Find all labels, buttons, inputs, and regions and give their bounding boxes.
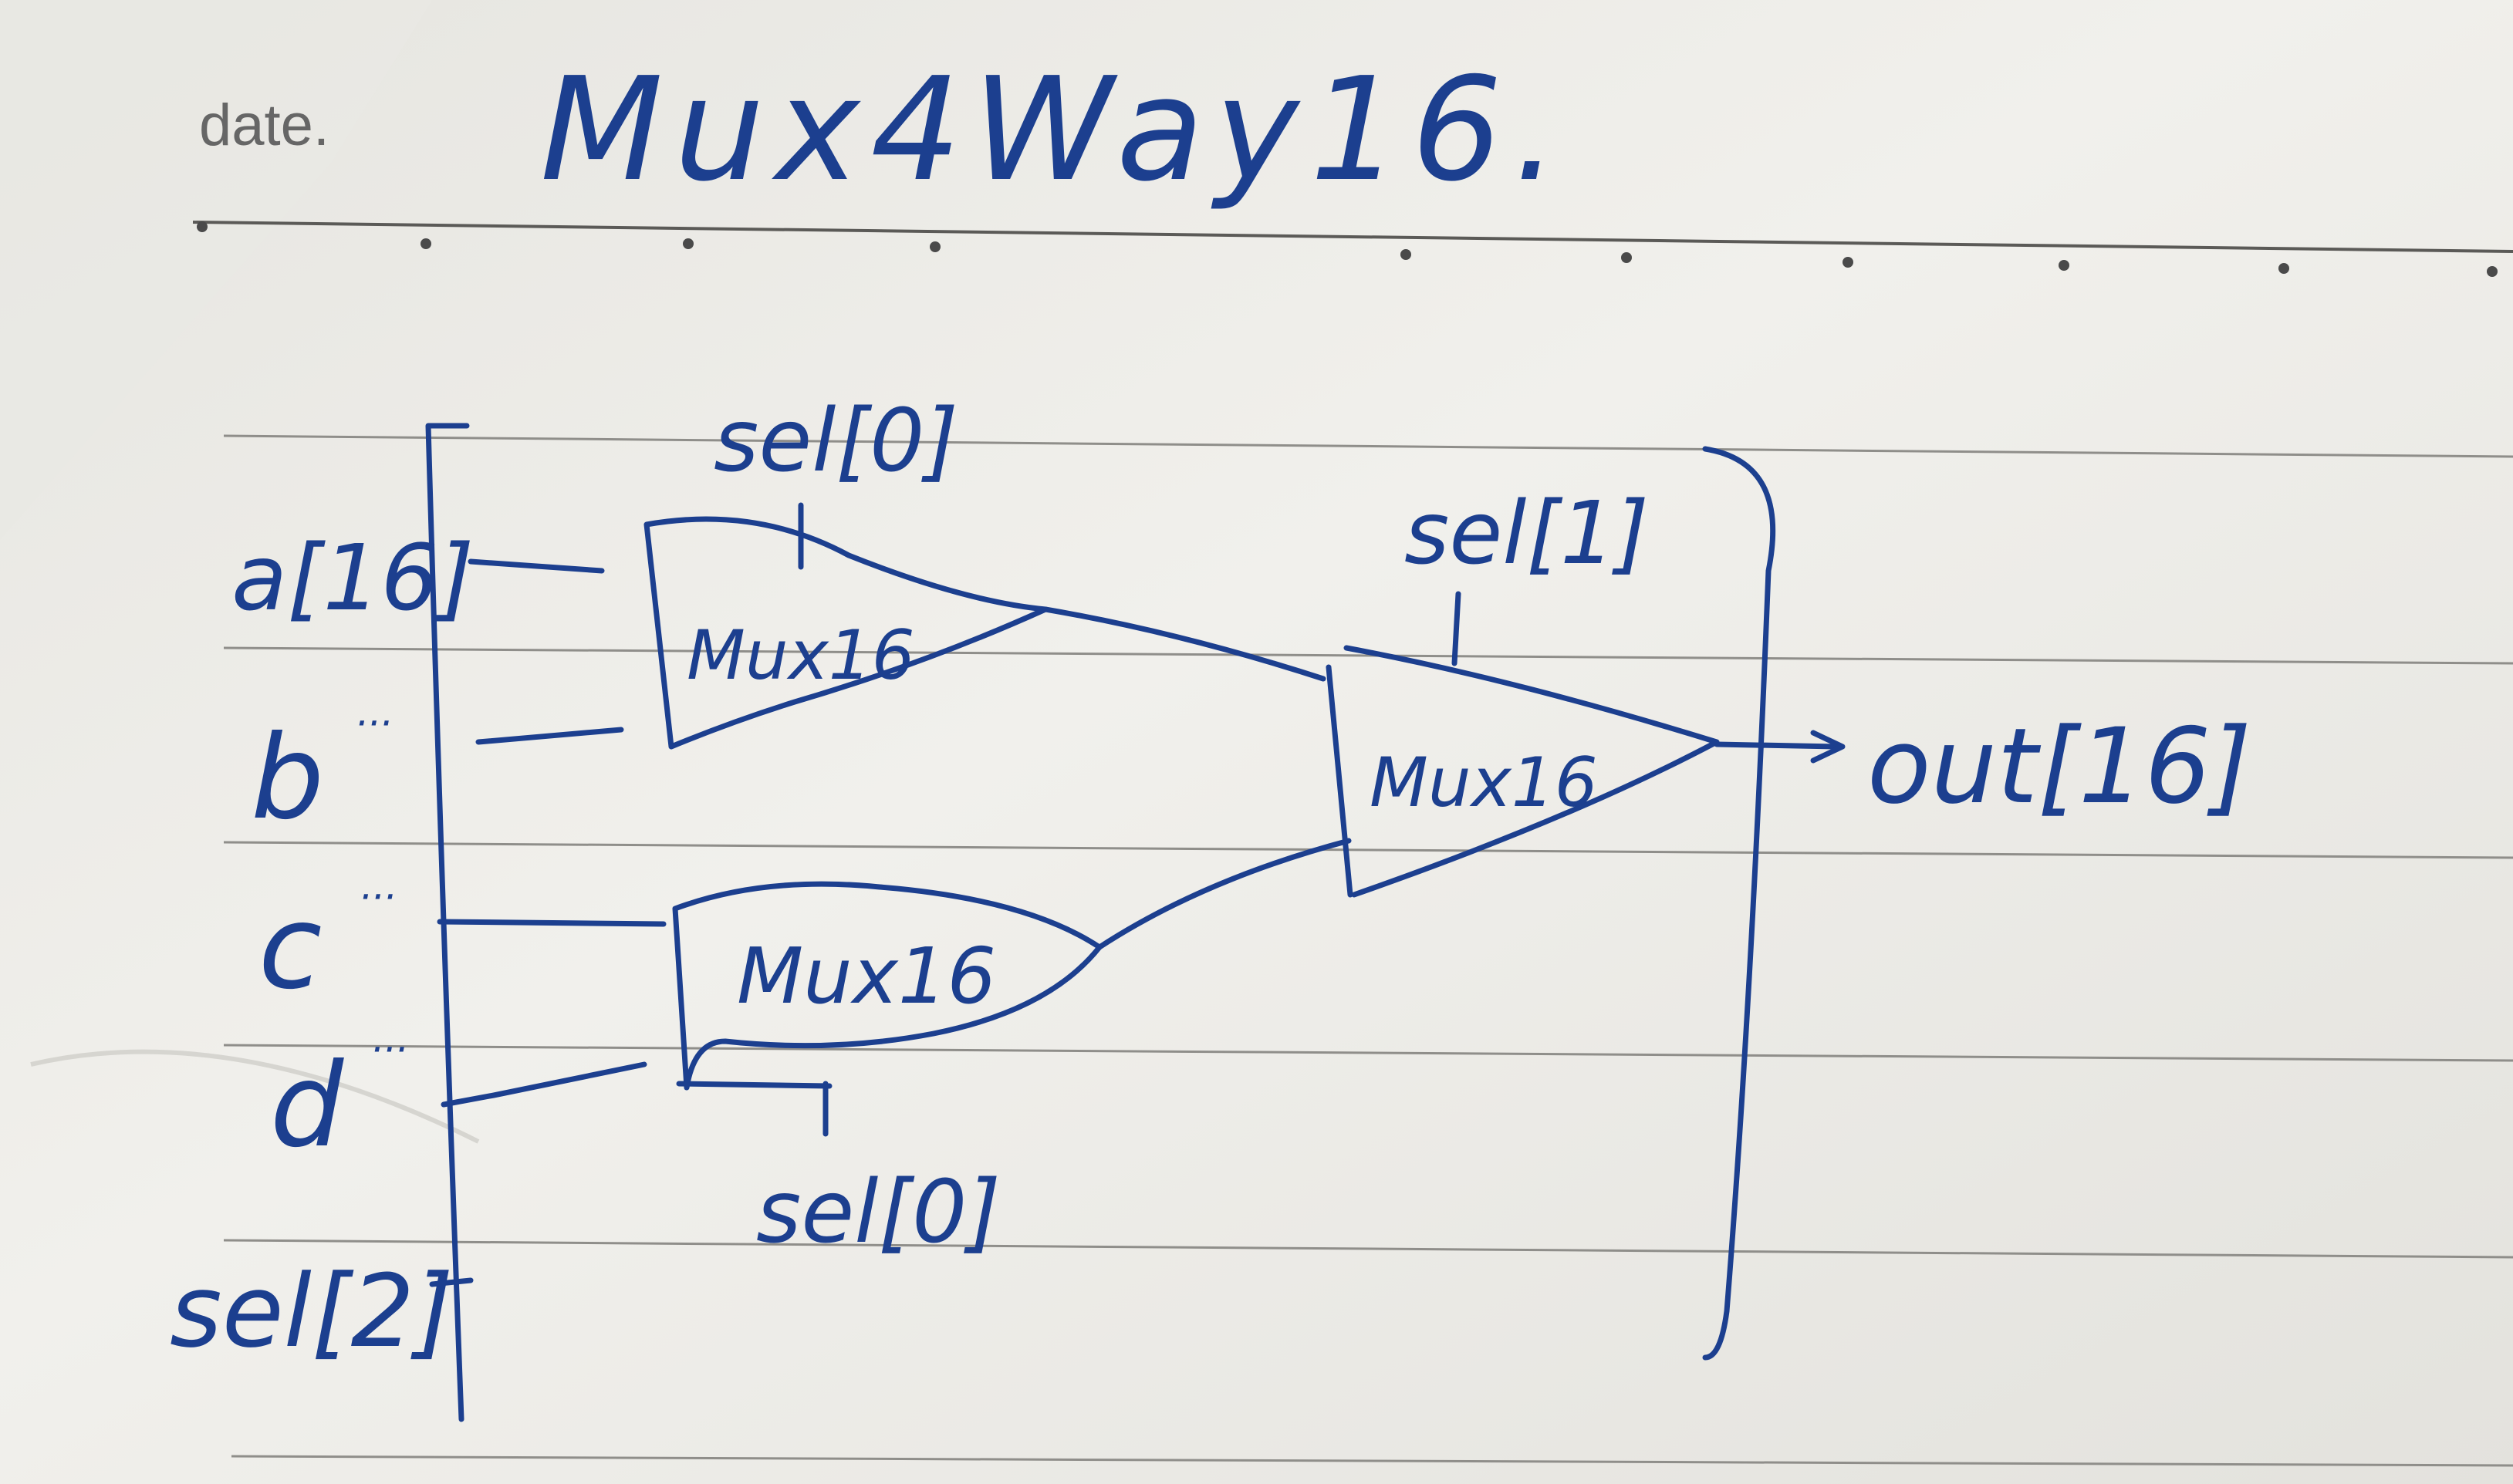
final-mux16-select-label: sel[1] xyxy=(1404,484,1649,584)
lower-mux16-select-label: sel[0] xyxy=(756,1162,1001,1263)
chip-left-bracket xyxy=(425,423,470,1422)
paper-crease xyxy=(30,1049,480,1144)
input-d-dots: ··· xyxy=(370,1027,407,1072)
output-label: out[16] xyxy=(1867,706,2251,827)
input-d-label: d xyxy=(270,1039,344,1173)
input-a-label: a[16] xyxy=(231,524,475,631)
wire-a xyxy=(468,558,605,574)
wire-c xyxy=(437,919,667,927)
lower-mux16-base xyxy=(676,1081,833,1089)
final-mux16-select-tick xyxy=(1451,591,1461,666)
lower-mux16-label: Mux16 xyxy=(737,931,996,1021)
wire-d xyxy=(441,1061,647,1108)
input-b-dots: ··· xyxy=(355,701,392,746)
input-c-label: c xyxy=(258,881,322,1015)
upper-mux16-label: Mux16 xyxy=(687,616,915,695)
date-label: date. xyxy=(199,93,329,158)
wire-upper-to-final xyxy=(1042,606,1326,682)
input-b-label: b xyxy=(251,711,324,845)
wire-b xyxy=(475,727,624,745)
paper-fold-shadow xyxy=(0,0,432,540)
ruled-dots xyxy=(197,221,2498,277)
final-mux16-label: Mux16 xyxy=(1370,743,1598,822)
ruled-lines xyxy=(192,221,2513,1467)
upper-mux16-select-label: sel[0] xyxy=(714,391,958,491)
output-wire xyxy=(1714,741,1839,750)
diagram-title: Mux4Way16. xyxy=(540,46,1569,213)
output-arrowhead xyxy=(1810,730,1846,764)
input-c-dots: ··· xyxy=(359,875,396,919)
wire-lower-to-final xyxy=(1096,838,1352,950)
chip-right-bracket xyxy=(1702,446,1776,1361)
wire-sel xyxy=(429,1277,474,1287)
lower-mux16-body xyxy=(672,881,1103,1091)
input-sel-label: sel[2] xyxy=(170,1253,454,1370)
